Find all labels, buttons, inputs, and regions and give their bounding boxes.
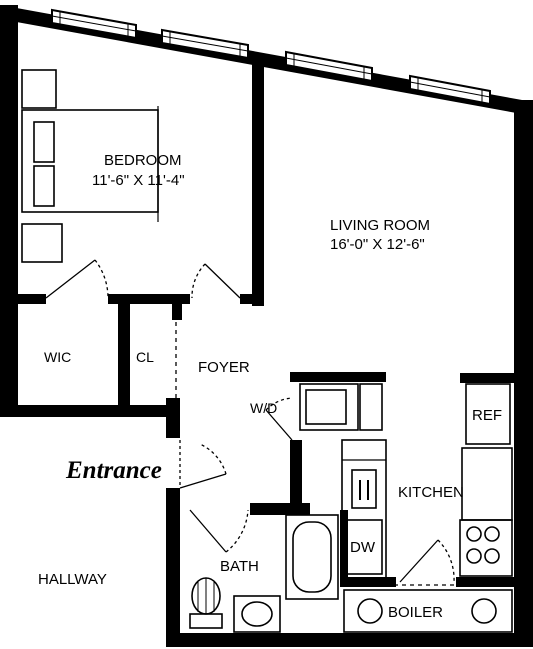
window-2: [161, 28, 249, 60]
hallway-label: HALLWAY: [38, 571, 107, 588]
wic-door: [45, 259, 109, 299]
wic-label: WIC: [44, 349, 71, 365]
kitchen-counter-right: [461, 447, 513, 521]
ref-label: REF: [472, 407, 502, 424]
bathtub: [285, 514, 339, 600]
closet-label: CL: [136, 349, 154, 365]
kitchen-label: KITCHEN: [398, 484, 464, 501]
refrigerator: [465, 383, 511, 445]
washer-dryer: [299, 383, 383, 431]
kitchen-counter: [341, 439, 387, 581]
interior-walls: [18, 60, 516, 587]
window-3: [285, 50, 373, 83]
bath-label: BATH: [220, 558, 259, 575]
nightstand-top: [21, 69, 57, 109]
nightstand-bottom: [21, 223, 63, 263]
bath-door: [189, 509, 249, 553]
stove: [459, 519, 513, 577]
living-room-label: LIVING ROOM: [330, 217, 430, 234]
entrance-door: [179, 440, 227, 489]
exterior-walls: [0, 5, 533, 647]
bedroom-dimensions: 11'-6" X 11'-4": [92, 172, 185, 189]
window-4: [409, 74, 491, 106]
foyer-label: FOYER: [198, 359, 250, 376]
wd-label: W/D: [250, 400, 277, 416]
kitchen-door: [399, 539, 455, 583]
bedroom-door: [191, 263, 241, 299]
kitchen-sink: [351, 469, 377, 509]
bath-sink: [233, 595, 281, 633]
entrance-label: Entrance: [65, 457, 162, 484]
bedroom-label: BEDROOM: [104, 152, 182, 169]
window-1: [51, 8, 137, 40]
bed: [21, 106, 159, 222]
dw-label: DW: [350, 539, 376, 556]
boiler-label: BOILER: [388, 604, 443, 621]
toilet: [189, 577, 223, 629]
boiler: [343, 589, 513, 633]
wd-door: [265, 397, 293, 441]
living-room-dimensions: 16'-0" X 12'-6": [330, 236, 425, 253]
